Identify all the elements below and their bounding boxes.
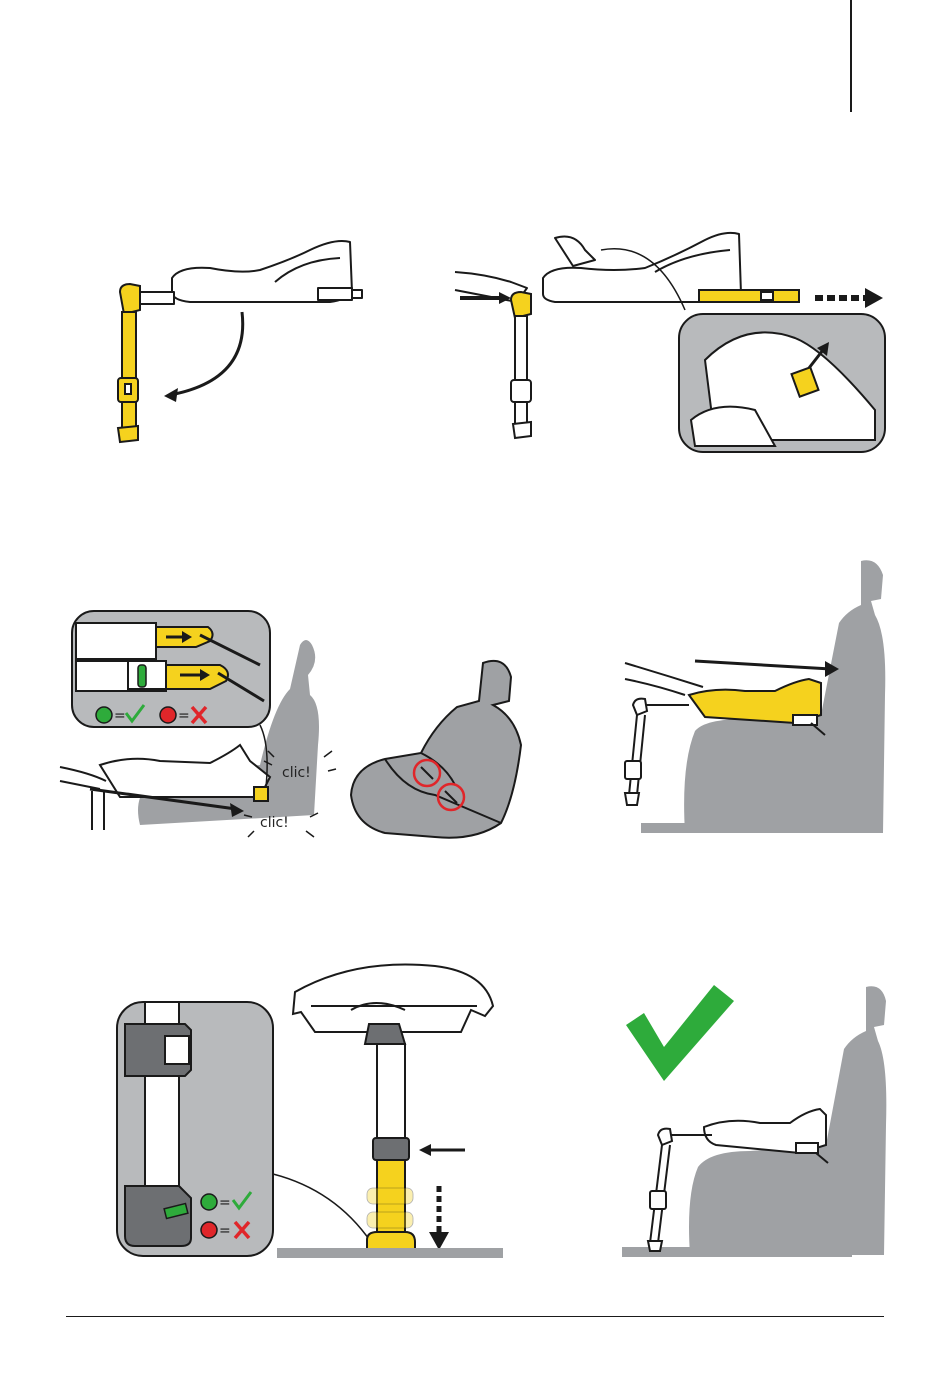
isofix-housing [318, 288, 352, 300]
seat-isofix-anchor-points [345, 655, 530, 845]
floor [277, 1248, 503, 1258]
step-attach-isofix-to-anchors: clic! clic! = = [60, 605, 350, 845]
green-indicator-icon [201, 1194, 217, 1210]
illustration-adjust-leg: = = [115, 960, 505, 1260]
support-leg [625, 699, 647, 805]
isofix-connectors-extended [699, 290, 799, 302]
illustration-extend-isofix [455, 210, 895, 460]
illustration-installed [620, 985, 890, 1260]
step-extend-isofix-connectors [455, 210, 895, 460]
illustration-unfold-leg [100, 230, 380, 460]
step-installed-correctly [620, 985, 890, 1260]
red-indicator-icon [160, 707, 176, 723]
base-front-view [293, 964, 493, 1044]
clic-label-1: clic! [282, 765, 311, 781]
base-shell [100, 745, 270, 797]
step-adjust-support-leg-to-floor: = = [115, 960, 505, 1260]
hand-icon [625, 663, 703, 687]
step-unfold-support-leg [100, 230, 380, 460]
detail-inset-connector: = = [72, 611, 270, 727]
illustration-attach-isofix: clic! clic! = = [60, 605, 350, 845]
legend-red-equals: = [219, 1223, 231, 1239]
green-indicator-icon [96, 707, 112, 723]
support-leg-front [367, 1044, 415, 1252]
hand-top-icon [555, 237, 595, 267]
leg-hinge-bar [140, 292, 174, 304]
page-edge-rule [850, 0, 852, 112]
support-leg [511, 292, 531, 438]
red-indicator-icon [201, 1222, 217, 1238]
clic-label-2: clic! [260, 815, 289, 831]
legend-red-equals: = [178, 708, 190, 724]
support-leg [118, 284, 140, 442]
vehicle-seat [351, 661, 521, 838]
rotate-arrow-icon [170, 312, 243, 395]
illustration-push-base [625, 555, 895, 840]
legend-green-equals: = [219, 1195, 231, 1211]
illustration-anchor-points [345, 655, 530, 845]
support-leg [648, 1129, 672, 1251]
step-push-base-against-backrest [625, 555, 895, 840]
detail-inset-leg-indicator: = = [117, 1002, 273, 1256]
page-footer-rule [66, 1316, 884, 1317]
vehicle-seat [689, 986, 886, 1255]
big-check-icon [626, 985, 734, 1081]
legend-green-equals: = [114, 708, 126, 724]
detail-inset-release [679, 314, 885, 452]
push-arrow-icon [695, 661, 831, 669]
